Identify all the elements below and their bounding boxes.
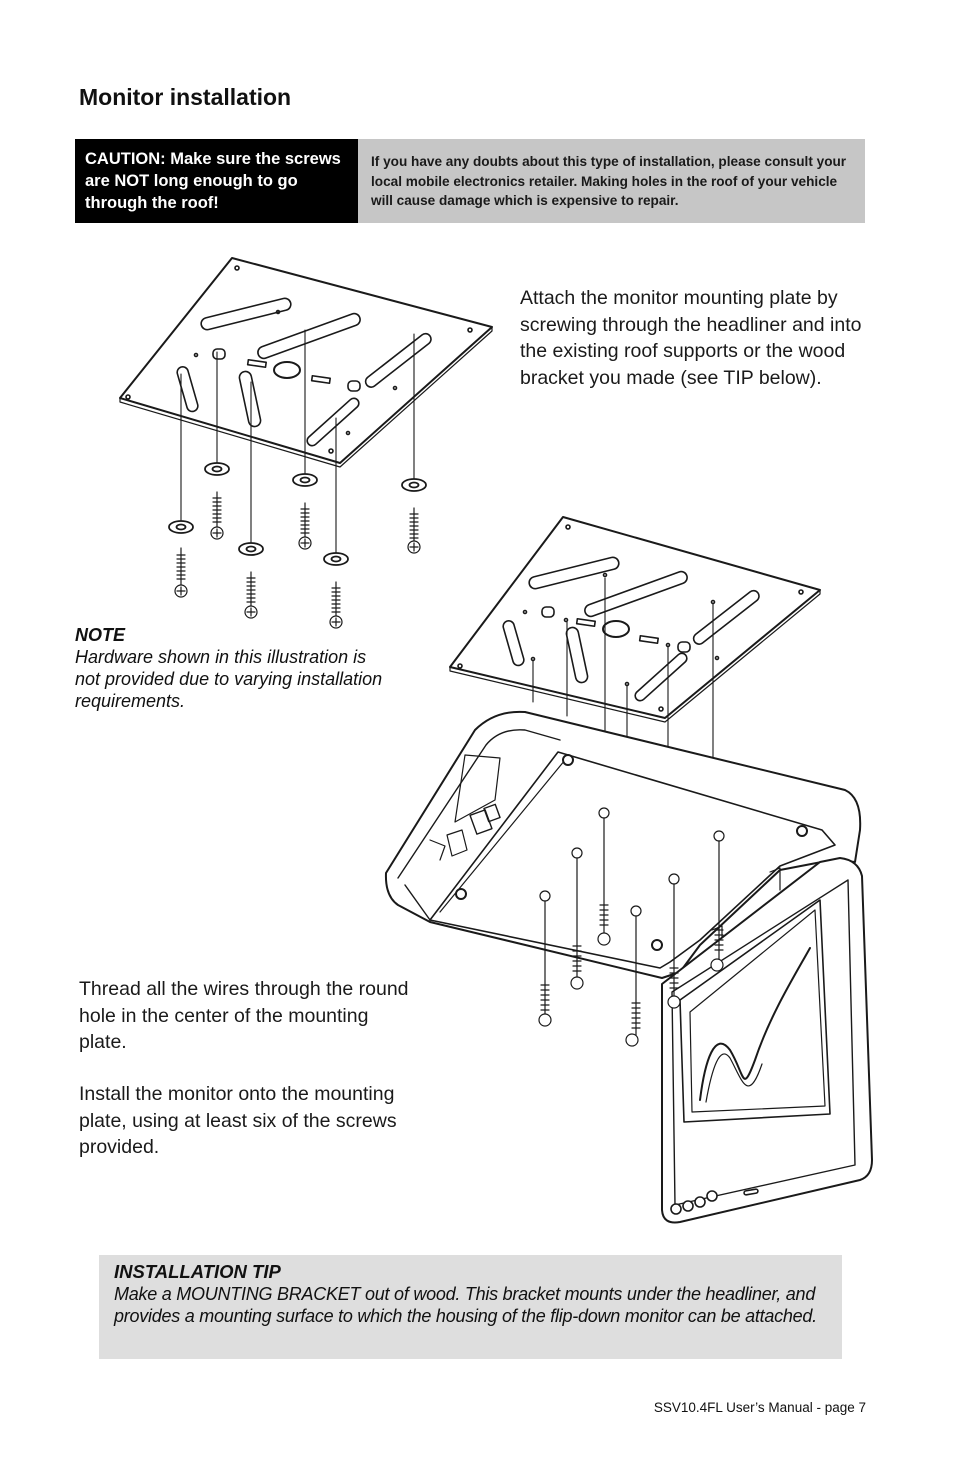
washers bbox=[168, 462, 427, 566]
monitor-screen bbox=[661, 857, 873, 1224]
tip-heading: INSTALLATION TIP bbox=[114, 1261, 281, 1282]
doubts-box: If you have any doubts about this type o… bbox=[358, 139, 865, 223]
top-mounting-plate bbox=[119, 257, 493, 468]
screws bbox=[174, 491, 421, 629]
housing-screws bbox=[538, 807, 725, 1047]
page-footer: SSV10.4FL User’s Manual - page 7 bbox=[653, 1400, 866, 1415]
top-guide-lines bbox=[180, 329, 415, 557]
caution-box: CAUTION: Make sure the screws are NOT lo… bbox=[75, 139, 358, 223]
installation-tip-box: INSTALLATION TIP Make a MOUNTING BRACKET… bbox=[99, 1255, 842, 1359]
attach-instructions: Attach the monitor mounting plate by scr… bbox=[520, 287, 862, 389]
monitor-housing bbox=[384, 710, 862, 979]
note-body: Hardware shown in this illustration is n… bbox=[75, 647, 383, 711]
thread-wires-instructions: Thread all the wires through the round h… bbox=[79, 978, 409, 1053]
note-heading: NOTE bbox=[75, 625, 126, 645]
lower-guide-lines bbox=[532, 577, 714, 765]
page-title: Monitor installation bbox=[79, 84, 292, 110]
install-monitor-instructions: Install the monitor onto the mounting pl… bbox=[79, 1083, 397, 1158]
tip-body: Make a MOUNTING BRACKET out of wood. Thi… bbox=[114, 1284, 817, 1326]
lower-mounting-plate bbox=[449, 516, 821, 723]
note-block: NOTE Hardware shown in this illustration… bbox=[75, 624, 395, 712]
